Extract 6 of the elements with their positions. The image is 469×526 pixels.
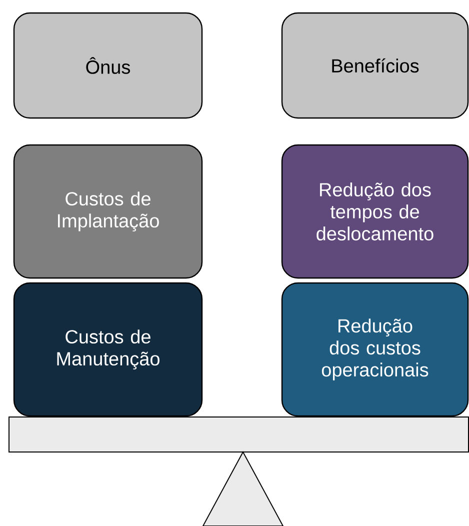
weight-box: Redução dos custos operacionais [281, 282, 469, 417]
weight-box: Redução dos tempos de deslocamento [281, 144, 469, 279]
weight-box: Custos de Implantação [13, 144, 203, 279]
header-box: Ônus [13, 12, 203, 119]
weight-box: Custos de Manutenção [13, 282, 203, 417]
header-box: Benefícios [281, 12, 469, 119]
